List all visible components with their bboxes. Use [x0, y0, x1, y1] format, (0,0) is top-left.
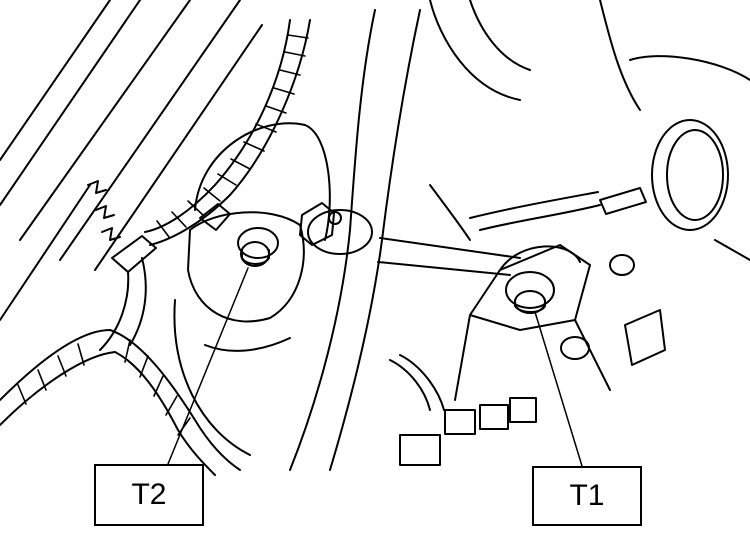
- connector-cluster-lower: [389, 354, 537, 466]
- fastener-bolt-left: [199, 203, 279, 267]
- hose-fitting-left: [99, 235, 157, 351]
- sensor-wires-top: [429, 184, 647, 241]
- leader-line-t2: [167, 267, 249, 465]
- wiring-harness-lower-left: [0, 329, 241, 476]
- wiring-harness-left: [144, 19, 311, 246]
- leader-line-t1: [534, 311, 583, 467]
- fender-panel-lines: [0, 0, 263, 321]
- bolt-right-lower: [560, 254, 666, 366]
- brake-booster-canister: [173, 122, 331, 456]
- callout-label-t2: T2: [94, 464, 204, 526]
- coolant-pipe-center: [289, 0, 531, 471]
- link-rod: [299, 202, 521, 276]
- throttle-body-right: [599, 0, 750, 261]
- fastener-nut-link: [505, 271, 555, 314]
- bracket-right: [454, 244, 611, 401]
- callout-label-t1: T1: [532, 466, 642, 526]
